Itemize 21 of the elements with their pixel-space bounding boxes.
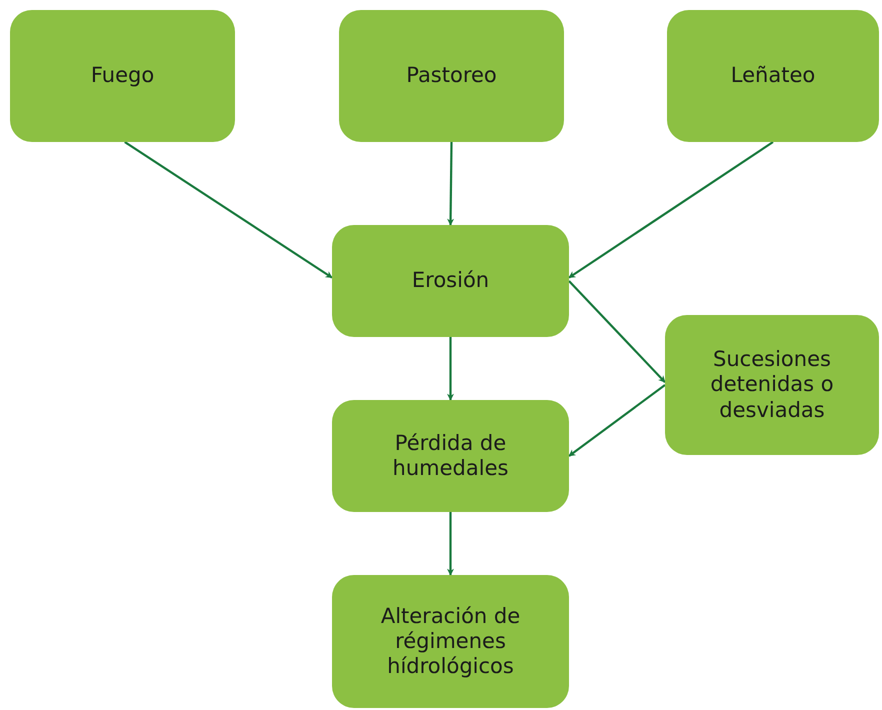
arrow: [124, 141, 333, 279]
arrow: [447, 142, 454, 226]
arrow: [568, 280, 666, 383]
arrow: [568, 384, 666, 457]
box-label: Leñateo: [730, 63, 816, 89]
process-box: [667, 10, 879, 142]
arrow: [447, 512, 454, 576]
process-box: [332, 575, 569, 708]
process-box: [332, 225, 569, 337]
box-label: Pastoreo: [406, 63, 497, 89]
process-box: [332, 400, 569, 512]
box-label: Fuego: [90, 63, 154, 89]
process-box: [665, 315, 879, 455]
process-box: [10, 10, 235, 142]
box-label: Erosión: [412, 268, 490, 294]
box-label: Pérdida de humedales: [392, 430, 510, 482]
process-box: [339, 10, 564, 142]
arrow: [568, 141, 774, 279]
arrow: [447, 337, 454, 401]
box-label: Alteración de régimenes hídrológicos: [380, 604, 522, 680]
box-label: Sucesiones detenidas o desviadas: [709, 347, 835, 423]
